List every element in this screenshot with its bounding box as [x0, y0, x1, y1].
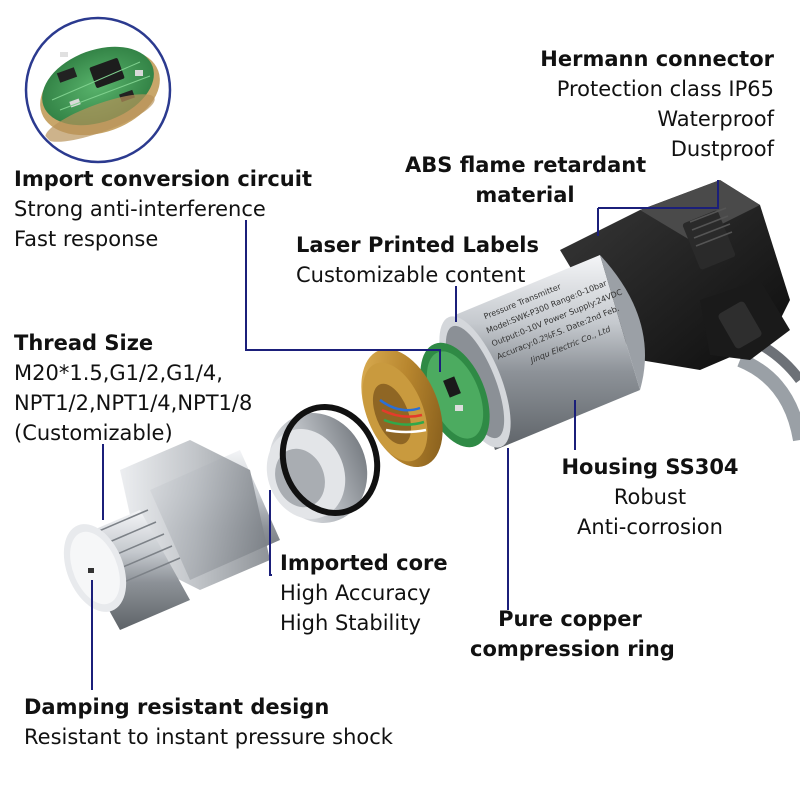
callout-line: Fast response	[14, 227, 159, 251]
callout-housing: Housing SS304 Robust Anti-corrosion	[560, 452, 740, 542]
callout-line: (Customizable)	[14, 421, 173, 445]
callout-title: Import conversion circuit	[14, 167, 312, 191]
callout-title: material	[475, 183, 575, 207]
callout-line: Waterproof	[657, 107, 774, 131]
callout-line: Anti-corrosion	[577, 515, 723, 539]
callout-line: Customizable content	[296, 263, 526, 287]
callout-line: NPT1/2,NPT1/4,NPT1/8	[14, 391, 253, 415]
callout-line: Dustproof	[670, 137, 774, 161]
callout-title: Housing SS304	[561, 455, 739, 479]
callout-title: Hermann connector	[540, 47, 774, 71]
callout-line: Strong anti-interference	[14, 197, 266, 221]
callout-hermann-connector: Hermann connector Protection class IP65 …	[540, 44, 774, 164]
callout-line: High Accuracy	[280, 581, 431, 605]
callout-abs-material: ABS flame retardant material	[405, 150, 647, 210]
callout-copper-ring: Pure copper compression ring	[470, 604, 675, 664]
callout-damping: Damping resistant design Resistant to in…	[24, 692, 393, 752]
threaded-fitting	[63, 440, 280, 630]
callout-title: compression ring	[470, 637, 675, 661]
circuit-board-inset	[24, 16, 172, 164]
leader-import-circuit	[245, 220, 441, 372]
callout-title: Pure copper	[498, 607, 642, 631]
callout-title: Imported core	[280, 551, 448, 575]
copper-ring	[361, 348, 443, 468]
callout-line: Resistant to instant pressure shock	[24, 725, 393, 749]
callout-title: ABS flame retardant	[405, 153, 647, 177]
callout-title: Damping resistant design	[24, 695, 330, 719]
callout-laser-labels: Laser Printed Labels Customizable conten…	[296, 230, 539, 290]
callout-line: Robust	[613, 485, 687, 509]
callout-thread-size: Thread Size M20*1.5,G1/2,G1/4, NPT1/2,NP…	[14, 328, 252, 448]
callout-line: Protection class IP65	[556, 77, 774, 101]
imported-core	[266, 404, 381, 523]
callout-line: M20*1.5,G1/2,G1/4,	[14, 361, 223, 385]
callout-line: High Stability	[280, 611, 421, 635]
leader-core	[269, 490, 272, 576]
callout-import-circuit: Import conversion circuit Strong anti-in…	[14, 164, 312, 254]
callout-imported-core: Imported core High Accuracy High Stabili…	[280, 548, 448, 638]
leader-abs	[597, 180, 719, 236]
callout-title: Laser Printed Labels	[296, 233, 540, 257]
callout-title: Thread Size	[14, 331, 154, 355]
leader-lines	[91, 180, 719, 690]
